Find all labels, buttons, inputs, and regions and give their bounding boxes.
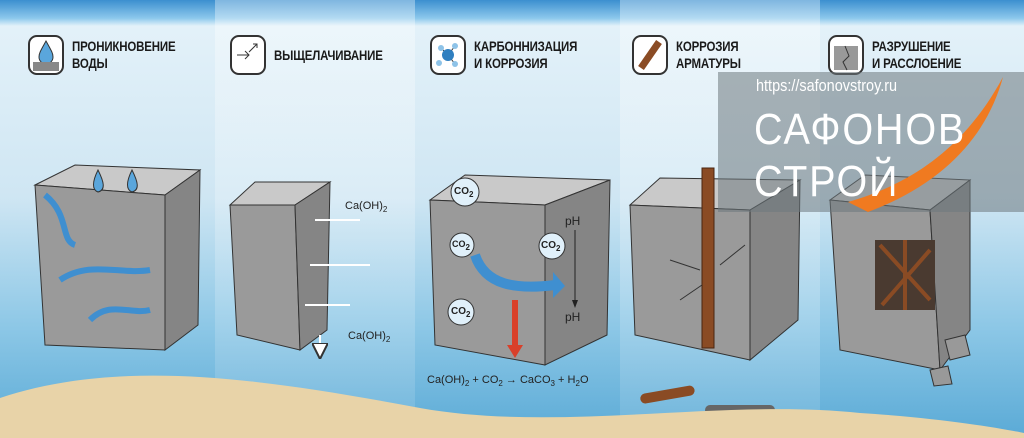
caoh2-label: Ca(OH)2 — [345, 200, 388, 215]
watermark-url: https://safonovstroy.ru — [756, 76, 898, 95]
panel-title: АРМАТУРЫ — [676, 55, 741, 71]
panel-title: ВОДЫ — [72, 55, 108, 71]
co2-bubble: CO2 — [541, 240, 561, 253]
water-drop-icon — [28, 35, 64, 75]
water-penetration-cube — [33, 164, 202, 352]
carbonation-equation: Ca(OH)2 + CO2 → CaCO3 + H2O — [427, 374, 589, 389]
panel-leaching: ВЫЩЕЛАЧИВАНИЕ Ca(OH)2 Ca(OH)2 — [215, 0, 415, 438]
caoh2-label: Ca(OH)2 — [348, 330, 391, 345]
panel-title: И РАССЛОЕНИЕ — [872, 55, 962, 71]
panel-title: И КОРРОЗИЯ — [474, 55, 548, 71]
panel-title: РАЗРУШЕНИЕ — [872, 38, 951, 54]
leaching-arrows-icon — [230, 35, 266, 75]
panel-title: КАРБОННИЗАЦИЯ — [474, 38, 578, 54]
co2-bubble: CO2 — [454, 186, 474, 199]
leaching-cube — [228, 181, 370, 438]
panel-title: ВЫЩЕЛАЧИВАНИЕ — [274, 46, 383, 63]
water-surface — [0, 0, 1024, 26]
ph-bottom-label: pH — [565, 310, 581, 324]
carbonation-cube — [428, 174, 611, 366]
ph-top-label: pH — [565, 214, 581, 228]
co2-bubble: CO2 — [451, 306, 471, 319]
panel-title: КОРРОЗИЯ — [676, 38, 739, 54]
molecule-icon — [430, 35, 466, 75]
co2-bubble: CO2 — [452, 239, 470, 252]
sand-seabed — [0, 375, 1024, 438]
rusted-rebar-icon — [632, 35, 668, 75]
panel-title: ПРОНИКНОВЕНИЕ — [72, 38, 176, 54]
